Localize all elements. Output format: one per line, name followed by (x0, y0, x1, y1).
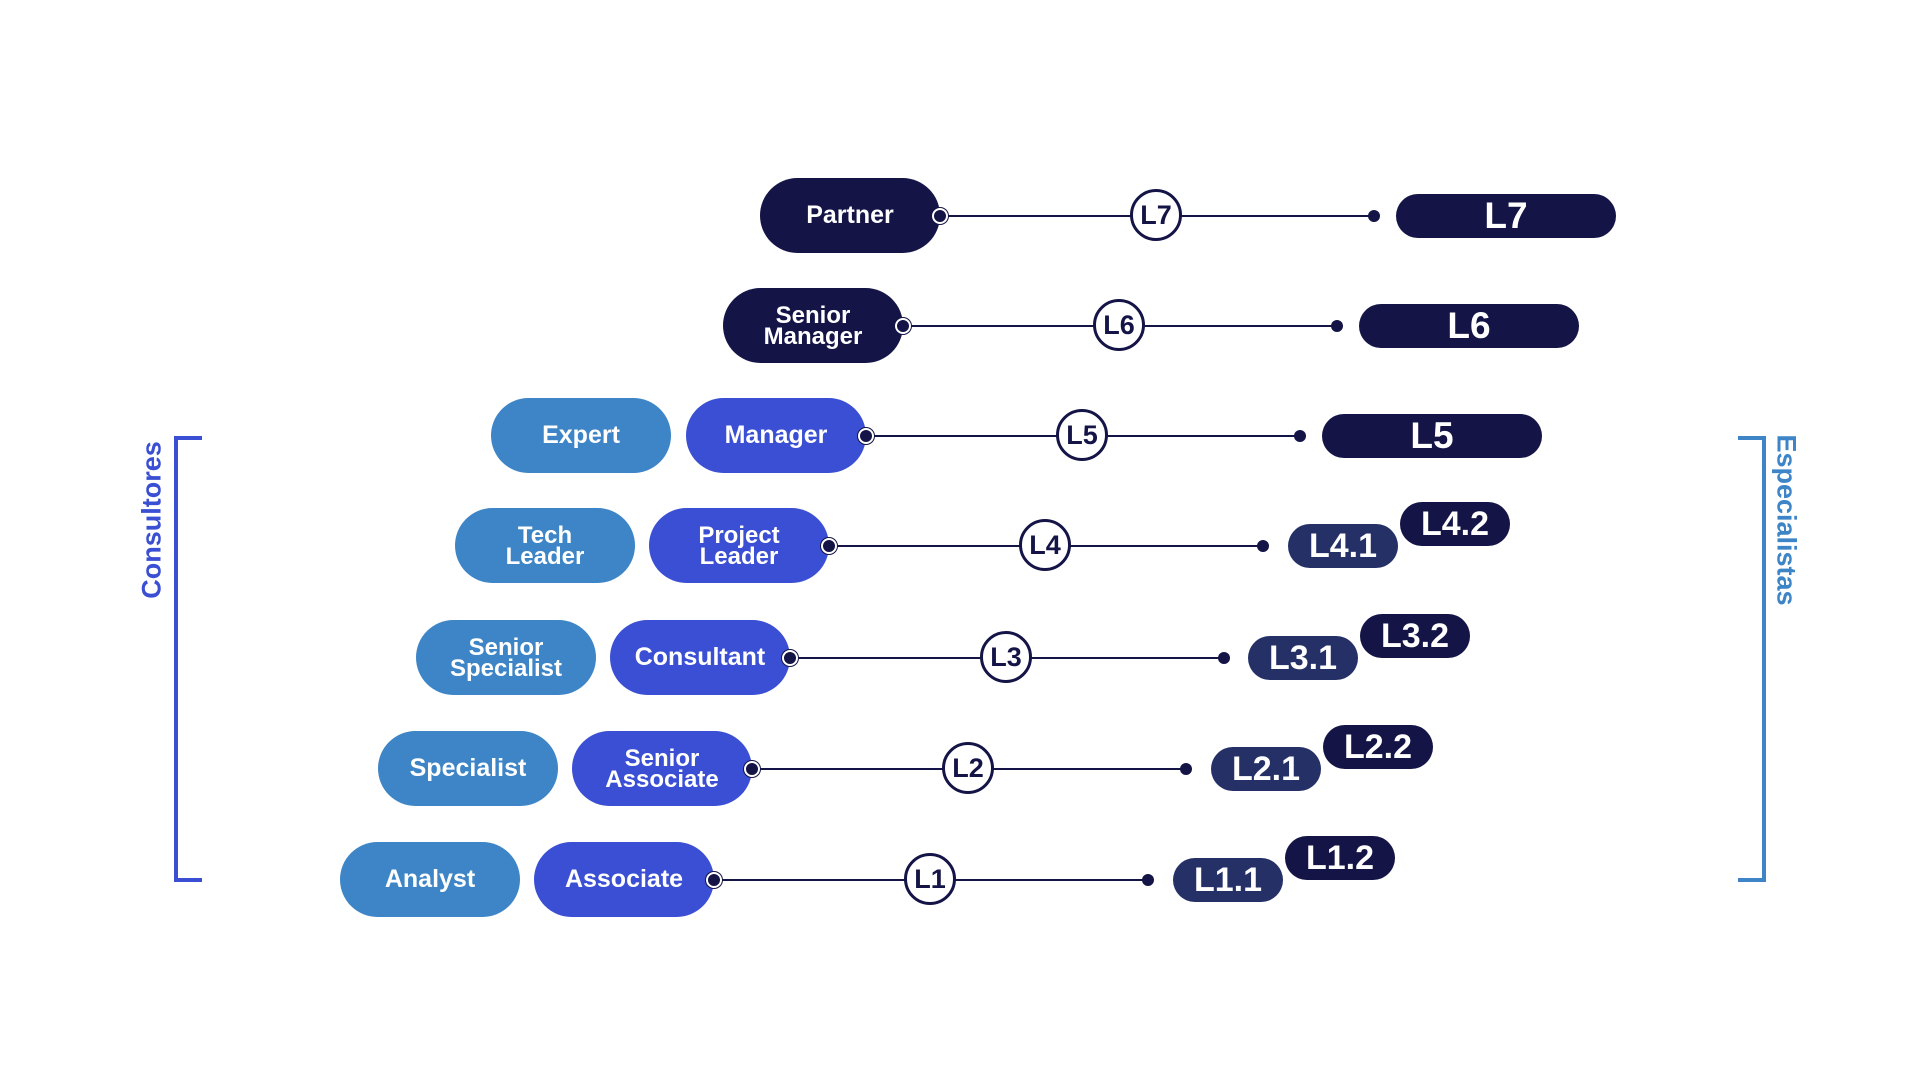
level-badge-l7: L7 (1396, 194, 1616, 238)
connector-end-dot (1142, 874, 1154, 886)
level-badge-l6: L6 (1359, 304, 1579, 348)
connector-end-dot (1180, 763, 1192, 775)
connector-start-dot (895, 318, 911, 334)
especialistas-bracket (1738, 436, 1766, 882)
role-tech-leader: Tech Leader (455, 508, 635, 583)
sub-level-badge-l4-2: L4.2 (1400, 502, 1510, 546)
connector-start-dot (706, 872, 722, 888)
connector-end-dot (1331, 320, 1343, 332)
level-badge-l5: L5 (1322, 414, 1542, 458)
connector-start-dot (821, 538, 837, 554)
sub-level-badge-l2-1: L2.1 (1211, 747, 1321, 791)
consultores-label: Consultores (136, 441, 167, 599)
role-expert: Expert (491, 398, 671, 473)
connector-end-dot (1257, 540, 1269, 552)
sub-level-badge-l2-2: L2.2 (1323, 725, 1433, 769)
level-node-l5: L5 (1056, 409, 1108, 461)
role-associate: Associate (534, 842, 714, 917)
level-node-l4: L4 (1019, 519, 1071, 571)
role-manager: Manager (686, 398, 866, 473)
role-senior-manager: Senior Manager (723, 288, 903, 363)
level-node-l6: L6 (1093, 299, 1145, 351)
role-project-leader: Project Leader (649, 508, 829, 583)
connector-start-dot (744, 761, 760, 777)
consultores-bracket (174, 436, 202, 882)
connector-start-dot (782, 650, 798, 666)
connector-start-dot (932, 208, 948, 224)
role-senior-specialist: Senior Specialist (416, 620, 596, 695)
connector-end-dot (1294, 430, 1306, 442)
role-senior-associate: Senior Associate (572, 731, 752, 806)
connector-start-dot (858, 428, 874, 444)
sub-level-badge-l1-2: L1.2 (1285, 836, 1395, 880)
connector-end-dot (1218, 652, 1230, 664)
sub-level-badge-l1-1: L1.1 (1173, 858, 1283, 902)
role-specialist: Specialist (378, 731, 558, 806)
level-node-l3: L3 (980, 631, 1032, 683)
level-node-l7: L7 (1130, 189, 1182, 241)
role-partner: Partner (760, 178, 940, 253)
especialistas-label: Especialistas (1771, 434, 1802, 606)
sub-level-badge-l3-2: L3.2 (1360, 614, 1470, 658)
role-consultant: Consultant (610, 620, 790, 695)
role-analyst: Analyst (340, 842, 520, 917)
sub-level-badge-l4-1: L4.1 (1288, 524, 1398, 568)
level-node-l1: L1 (904, 853, 956, 905)
level-node-l2: L2 (942, 742, 994, 794)
connector-end-dot (1368, 210, 1380, 222)
sub-level-badge-l3-1: L3.1 (1248, 636, 1358, 680)
